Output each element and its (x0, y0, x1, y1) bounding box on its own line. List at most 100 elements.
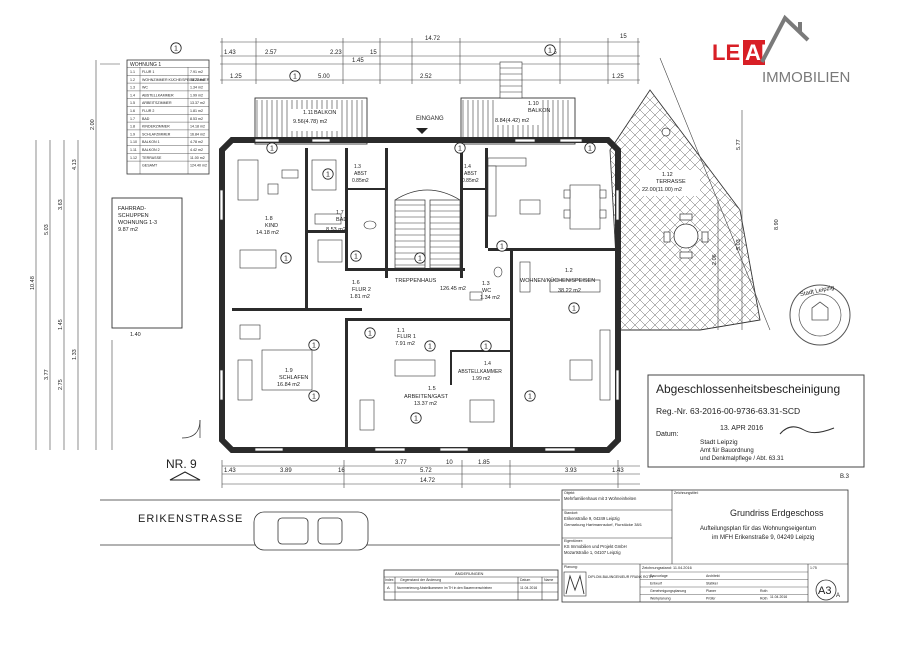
room-area-abstellkammer: 1.99 m2 (472, 376, 490, 382)
room-abst-left: 1.3 ABST 0.85m2 (352, 164, 369, 184)
room-name-schlafen: SCHLAFEN (279, 375, 308, 381)
room-name-flur-1: FLUR 1 (397, 334, 416, 340)
unit-marker-label: 1 (528, 394, 532, 401)
stamp-office-2: und Denkmalpflege / Abt. 63.31 (700, 456, 784, 462)
dim-top-11: 15 (370, 50, 377, 56)
room-name-wc: WC (482, 288, 491, 294)
bike-shed: FAHRRAD- SCHUPPEN WOHNUNG 1-3 9.87 m2 (111, 197, 183, 329)
tb-objekt: Mehrfamilienhaus mit 3 Wohneinheiten (564, 496, 637, 501)
tb-row-cell: Statiker (706, 582, 719, 586)
tb-row-cell: Bauvorlage (650, 574, 668, 578)
tb-drawing-title: Grundriss Erdgeschoss (730, 508, 824, 518)
room-area-terrasse: 22.00(11.00) m2 (642, 187, 682, 193)
dim-bottom-7: 1.43 (612, 468, 624, 474)
room-num-balkon-1-11: 1.11 (303, 110, 313, 116)
left-dimensions: 10.485.033.631.453.772.752.001.334.131.4… (30, 60, 141, 450)
area-table-cell: 13.37 m2 (190, 101, 205, 105)
unit-marker-label: 1 (588, 146, 592, 153)
terrace: 1.12 TERRASSE 22.00(11.00) m2 (609, 89, 761, 331)
tb-firma: DIPLOM-BAUINGENIEUR FRANK ROTH (588, 575, 653, 579)
tb-scale: 1:75 (810, 566, 817, 570)
room-num-flur-1: 1.1 (397, 328, 405, 334)
dim-misc-label: 1.40 (130, 332, 141, 338)
room-name-balkon-1-10: BALKON (528, 108, 550, 114)
unit-marker-label: 1 (326, 172, 330, 179)
unit-marker-label: 1 (354, 254, 358, 261)
unit-marker-label: 1 (284, 256, 288, 263)
room-name-bad: BAD (336, 217, 347, 223)
unit-marker-label: 1 (293, 74, 297, 81)
company-logo: LE APIS IMMOBILIEN (712, 14, 850, 86)
unit-marker-label: 1 (548, 48, 552, 55)
room-labels: 1.8 KIND 14.18 m2 1.7 BAD 8.53 m2 1.6 FL… (256, 164, 595, 407)
area-table-cell: 1.99 m2 (190, 93, 203, 97)
changes-r0: A (387, 585, 390, 590)
dim-bottom-1: 3.77 (395, 460, 407, 466)
area-table-cell: 4.78 m2 (190, 140, 203, 144)
dim-top-8: 1.25 (612, 74, 624, 80)
room-flur-1: 1.1 FLUR 1 7.91 m2 (395, 328, 416, 347)
room-name-abstellkammer: ABSTELLKAMMER (458, 369, 502, 375)
dim-left-label: 3.63 (58, 199, 64, 210)
street-number: NR. 9 (166, 457, 197, 471)
unit-marker-circle (280, 252, 292, 264)
room-num-wohnen: 1.2 (565, 268, 573, 274)
north-arrow-icon (169, 471, 201, 481)
dim-top-2: 2.23 (330, 50, 342, 56)
tb-zeichnung-label: Zeichnungstitel: (674, 491, 699, 495)
right-dimensions: 5.032.065.778.90 (659, 57, 780, 331)
room-arbeiten: 1.5 ARBEITEN/GAST 13.37 m2 (404, 386, 449, 407)
tb-row-cell: Planer (706, 589, 717, 593)
unit-marker-label: 1 (368, 331, 372, 338)
area-table-cell: 1.81 m2 (190, 109, 203, 113)
stamp-signature-icon (779, 426, 835, 435)
area-table-cell: ABSTELLKAMMER (142, 93, 174, 97)
stamp-sig: B.3 (840, 474, 850, 480)
room-kind: 1.8 KIND 14.18 m2 (256, 216, 279, 236)
logo-red-block (743, 40, 765, 65)
dim-left-label: 10.48 (30, 276, 36, 290)
room-bad: 1.7 BAD 8.53 m2 (326, 210, 347, 233)
room-area-abst-left: 0.85m2 (352, 178, 369, 184)
area-table-cell: 1.3 (130, 86, 135, 90)
area-table-cell: 14.18 m2 (190, 125, 205, 129)
tb-standort: Erikenstraße 9, 04249 Leipzig (564, 516, 620, 521)
unit-marker-circle (289, 70, 301, 82)
tb-drawing-sub2: im MFH Erikenstraße 9, 04249 Leipzig (712, 535, 814, 541)
stamp-office-1: Amt für Bauordnung (700, 448, 754, 454)
tb-gemarkung: Gemarkung Hartmannsdorf, Flurstücke 38/1 (564, 522, 643, 527)
dim-bottom-6: 1.43 (224, 468, 236, 474)
tb-eigentuemer-addr: Mozartstraße 1, 04107 Leipzig (564, 550, 621, 555)
city-seal-icon: Stadt Leipzig (789, 284, 851, 346)
area-table-cell: 11.00 m2 (190, 156, 205, 160)
room-num-abst-left: 1.3 (354, 164, 361, 170)
tb-zeichnungsstand: Zeichnungsstand: 11.04.2016 (642, 566, 692, 570)
unit-marker-label: 1 (174, 46, 178, 53)
balcony-right: 1.10 BALKON 8.84(4.42) m2 (460, 61, 576, 145)
street: NR. 9 ERIKENSTRASSE (100, 419, 560, 551)
area-table-cell: 4.42 m2 (190, 148, 203, 152)
area-table-cell: 1.1 (130, 70, 135, 74)
unit-marker-label: 1 (312, 394, 316, 401)
terrace-table (673, 223, 699, 249)
room-area-flur-1: 7.91 m2 (395, 341, 415, 347)
stamp-reg: Reg.-Nr. 63-2016-00-9736-63.31-SCD (656, 406, 800, 416)
room-wohnen: 1.2 WOHNEN/KÜCHEN/SPEISEN 38.22 m2 (520, 268, 595, 294)
unit-marker-label: 1 (418, 256, 422, 263)
staircase: TREPPENHAUS 126.45 m2 (394, 189, 466, 292)
room-area-balkon-1-11: 9.56(4.78) m2 (293, 119, 327, 125)
tb-row-cell: Architekt (706, 574, 720, 578)
room-num-bad: 1.7 (336, 210, 344, 216)
tb-standort-label: Standort: (564, 511, 578, 515)
area-table-cell: BALKON 1 (142, 140, 160, 144)
logo-brand-left: LE (712, 40, 740, 65)
room-area-abst-right: 0.85m2 (462, 178, 479, 184)
unit-marker-circle (584, 142, 596, 154)
area-table-cell: 1.2 (130, 78, 135, 82)
area-table-cell: WOHNZIMMER KÜCHE/SPEISEZIMMER (142, 78, 210, 82)
room-abstellkammer: 1.4 ABSTELLKAMMER 1.99 m2 (458, 361, 502, 382)
unit-marker-circle (308, 390, 320, 402)
room-num-wc: 1.3 (482, 281, 490, 287)
